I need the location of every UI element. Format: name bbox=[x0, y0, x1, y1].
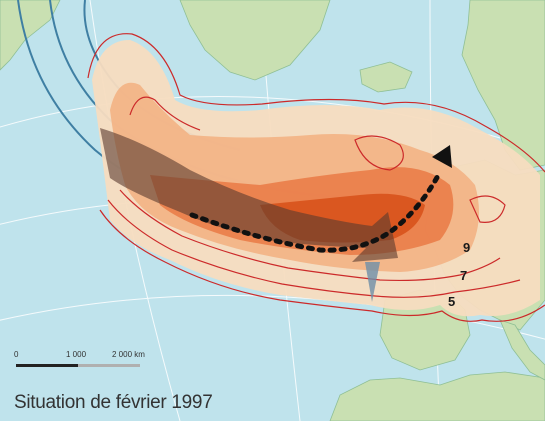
scale-bar: 0 1 000 2 000 km bbox=[14, 350, 174, 374]
scale-tick-1000: 1 000 bbox=[66, 350, 87, 359]
jet-stream-arrow bbox=[100, 128, 398, 262]
land-italy bbox=[499, 319, 545, 381]
scale-tick-2000: 2 000 km bbox=[112, 350, 145, 359]
storm-track-arrowhead-icon bbox=[432, 145, 452, 168]
land-north-africa bbox=[329, 371, 545, 421]
contour-label-7: 7 bbox=[460, 268, 468, 283]
scale-tick-0: 0 bbox=[14, 350, 19, 359]
contour-lines bbox=[87, 33, 545, 322]
jet-stream-tail bbox=[365, 262, 380, 302]
land-north-america bbox=[0, 0, 61, 71]
storm-track-dots bbox=[189, 169, 443, 253]
storm-track bbox=[189, 145, 452, 253]
contour-label-9: 9 bbox=[463, 240, 471, 255]
scale-segment-light bbox=[78, 364, 140, 367]
land-greenland bbox=[179, 0, 331, 81]
land-iceland bbox=[359, 61, 413, 93]
scale-segment-dark bbox=[16, 364, 78, 367]
map-caption: Situation de février 1997 bbox=[14, 392, 213, 413]
contour-label-5: 5 bbox=[448, 294, 456, 309]
